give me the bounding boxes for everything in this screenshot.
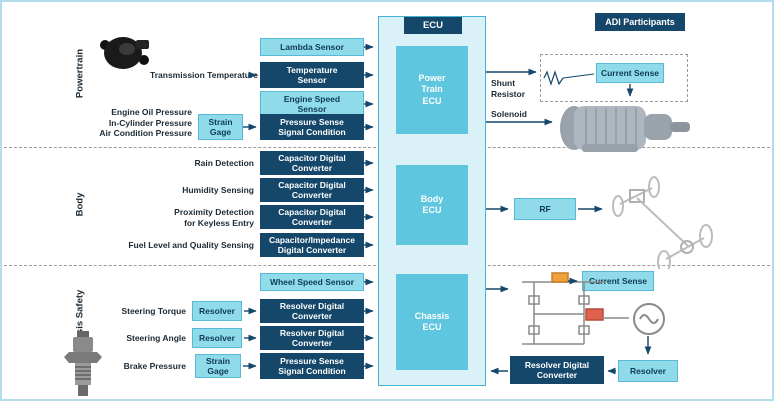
pressure-sense-box-powertrain: Pressure Sense Signal Condition — [260, 114, 364, 140]
transmission-image — [558, 100, 694, 156]
steering-torque-label: Steering Torque — [121, 306, 186, 316]
strain-gage-box-powertrain: Strain Gage — [198, 114, 243, 140]
capacitor-converter-box-2: Capacitor Digital Converter — [260, 178, 364, 202]
pressure-sense-box-chassis: Pressure Sense Signal Condition — [260, 353, 364, 379]
body-ecu-box: Body ECU — [396, 165, 468, 245]
steering-angle-label: Steering Angle — [126, 333, 186, 343]
brake-pressure-label: Brake Pressure — [123, 361, 186, 371]
humidity-sensing-label: Humidity Sensing — [182, 185, 254, 195]
capacitor-converter-box-1: Capacitor Digital Converter — [260, 151, 364, 175]
rf-box: RF — [514, 198, 576, 220]
powertrain-ecu-box: Power Train ECU — [396, 46, 468, 134]
motor-symbol — [630, 300, 668, 338]
resolver-converter-box-right: Resolver Digital Converter — [510, 356, 604, 384]
current-sense-box-chassis: Current Sense — [582, 271, 654, 291]
solenoid-label: Solenoid — [491, 109, 527, 119]
capacitor-converter-box-3: Capacitor Digital Converter — [260, 205, 364, 229]
resolver-converter-box-1: Resolver Digital Converter — [260, 299, 364, 323]
resolver-box-1: Resolver — [192, 301, 242, 321]
wheel-speed-sensor-box: Wheel Speed Sensor — [260, 273, 364, 291]
proximity-detection-label: Proximity Detection for Keyless Entry — [174, 207, 254, 228]
resolver-box-right: Resolver — [618, 360, 678, 382]
current-sense-dashed-region — [540, 54, 688, 102]
transmission-temperature-label: Transmission Temperature — [150, 70, 259, 80]
vehicle-chassis-sketch-image — [606, 174, 716, 274]
pressure-sensor-image — [62, 330, 104, 398]
adi-participants-badge: ADI Participants — [595, 13, 685, 31]
shunt-resistor-label: Shunt Resistor — [491, 78, 526, 99]
resolver-converter-box-2: Resolver Digital Converter — [260, 326, 364, 350]
current-sense-box-powertrain: Current Sense — [596, 63, 664, 83]
lambda-sensor-box: Lambda Sensor — [260, 38, 364, 56]
motor-bridge-circuit-sketch — [514, 272, 614, 354]
strain-gage-box-chassis: Strain Gage — [195, 354, 241, 378]
ecu-title: ECU — [404, 17, 462, 34]
rain-detection-label: Rain Detection — [194, 158, 254, 168]
fuel-level-label: Fuel Level and Quality Sensing — [128, 240, 254, 250]
temperature-sensor-box: Temperature Sensor — [260, 62, 364, 88]
pressure-sources-label: Engine Oil Pressure In-Cylinder Pressure… — [99, 107, 192, 138]
resolver-box-2: Resolver — [192, 328, 242, 348]
powertrain-sensor-image — [96, 32, 154, 74]
chassis-ecu-box: Chassis ECU — [396, 274, 468, 370]
capacitor-impedance-converter-box: Capacitor/Impedance Digital Converter — [260, 233, 364, 257]
